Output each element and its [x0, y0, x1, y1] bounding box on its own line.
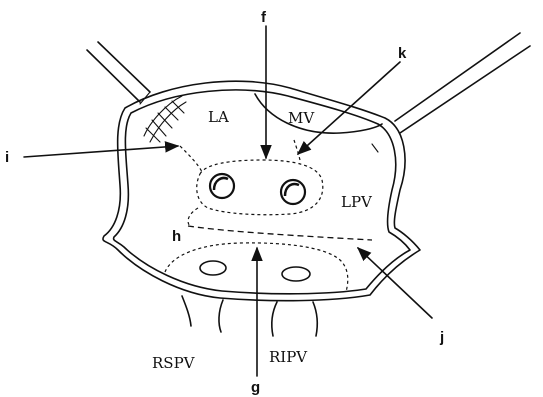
label-lpv: LPV — [341, 193, 373, 211]
label-rspv: RSPV — [152, 354, 196, 372]
pulmonary-vein-stubs — [182, 296, 317, 336]
upper-right-vessel — [395, 33, 530, 133]
mitral-valve-arc — [255, 94, 382, 133]
label-k: k — [398, 45, 407, 62]
dotted-line-k-branch — [294, 140, 300, 160]
lower-vein-orifices — [200, 261, 310, 281]
label-j: j — [439, 329, 444, 346]
wall-tick — [372, 144, 378, 152]
label-i: i — [5, 149, 9, 166]
upper-vein-orifices — [210, 174, 305, 204]
heart-outer-wall — [103, 81, 420, 301]
dotted-line-left-wall — [188, 208, 198, 226]
label-g: g — [251, 379, 260, 396]
arrow-i — [24, 146, 178, 157]
label-ripv: RIPV — [269, 348, 308, 366]
label-f: f — [261, 9, 267, 26]
dashed-line-h-to-j — [188, 226, 372, 240]
arrow-j — [358, 248, 432, 318]
label-la: LA — [208, 108, 229, 126]
label-h: h — [172, 228, 181, 245]
label-mv: MV — [288, 109, 315, 127]
heart-inner-wall — [114, 90, 410, 294]
dotted-line-i-branch — [180, 146, 202, 172]
upper-left-vessel — [87, 42, 150, 102]
arrow-k — [298, 62, 400, 154]
